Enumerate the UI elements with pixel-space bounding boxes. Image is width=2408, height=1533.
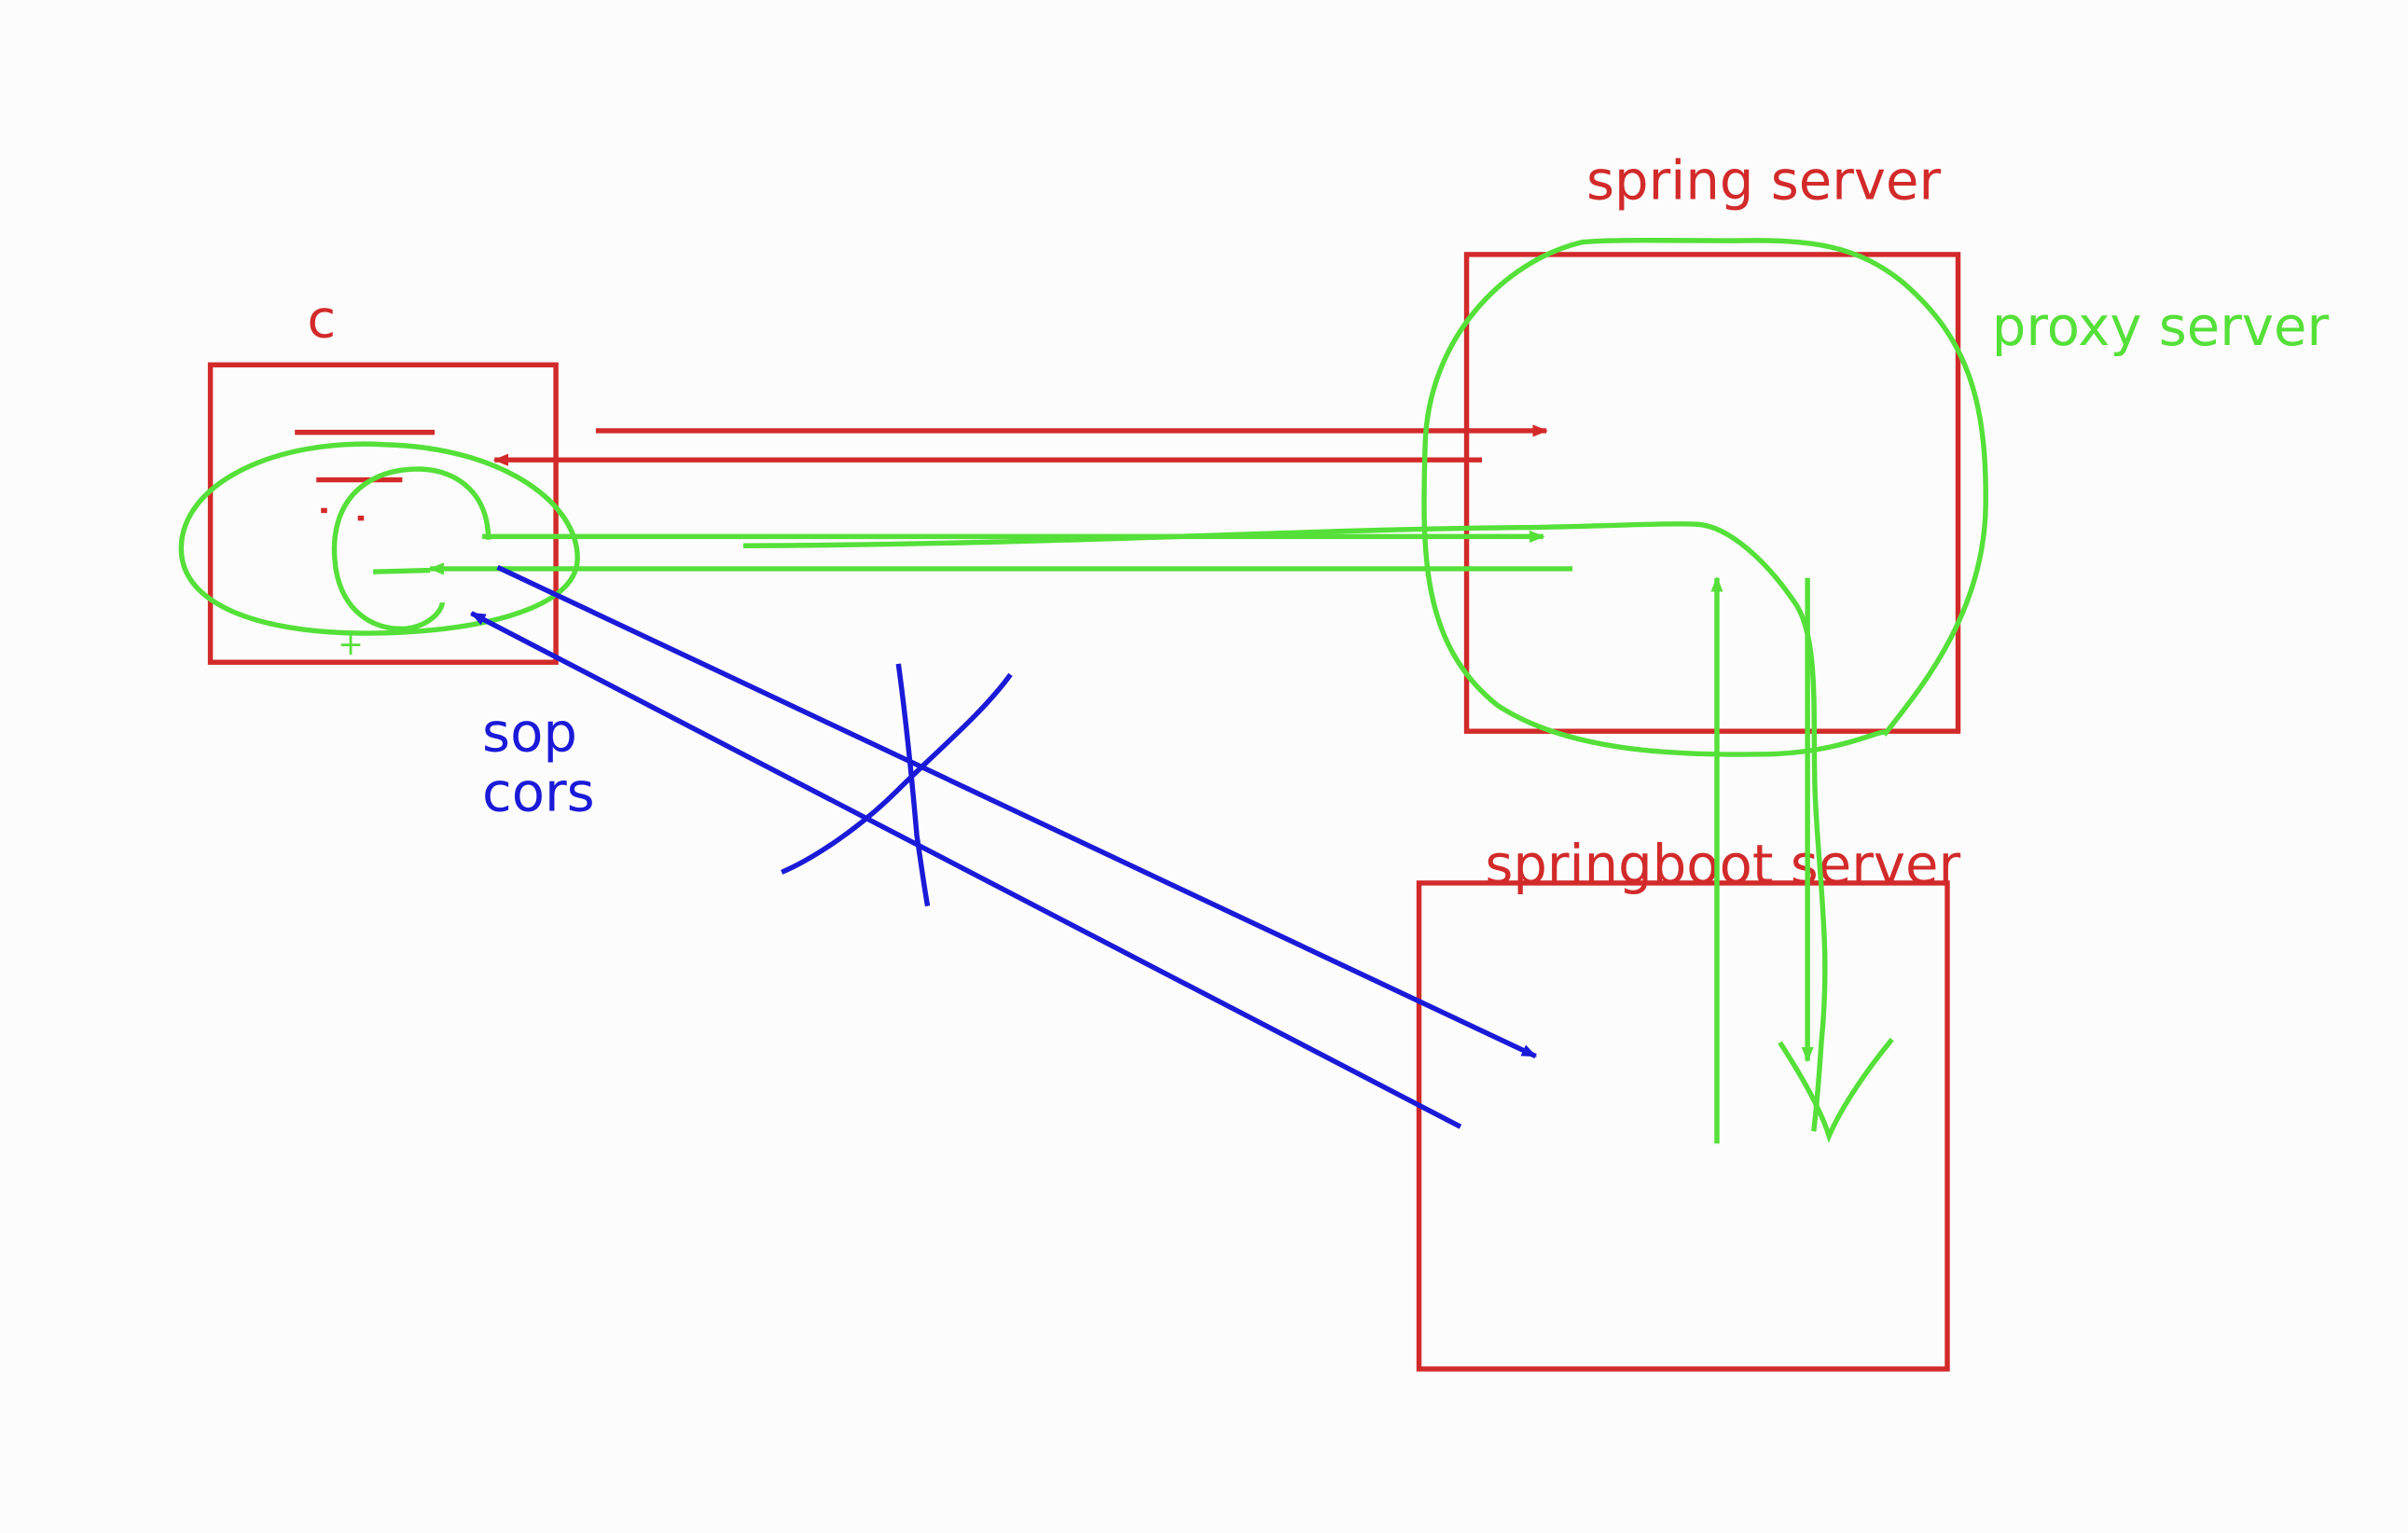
proxy-server-label: proxy server [1992, 296, 2330, 358]
client-box [207, 362, 559, 665]
blue-response-arrow [470, 611, 1462, 1129]
spring-server-label: spring server [1586, 150, 1941, 213]
green-proxy-circle [1421, 237, 1988, 757]
client-label: c [307, 290, 336, 351]
blue-cross-stroke-2 [781, 672, 1013, 875]
sop-label: sop [482, 702, 577, 765]
green-forward-path [742, 521, 1828, 1132]
springboot-server-label: springboot server [1485, 834, 1960, 896]
green-arrowhead-v [1778, 1037, 1894, 1143]
blue-request-arrow [496, 564, 1538, 1059]
blue-cross-stroke-1 [895, 663, 931, 907]
springboot-server-box [1416, 880, 1950, 1372]
spring-server-box [1463, 252, 1961, 734]
green-return-stub [373, 567, 431, 574]
cors-label: cors [482, 762, 595, 824]
green-inner-circle [331, 466, 491, 631]
green-outer-circle [178, 441, 580, 636]
